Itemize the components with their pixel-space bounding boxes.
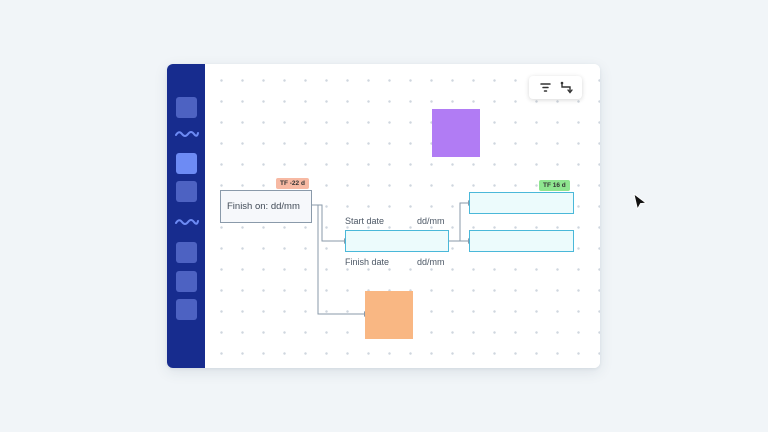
timeline-bar-main[interactable] — [345, 230, 449, 252]
task-card[interactable]: Finish on: dd/mm — [220, 190, 312, 223]
tool-button-4[interactable] — [176, 271, 197, 292]
link-bar-to-top-bar — [449, 202, 468, 242]
connector-icon[interactable] — [559, 80, 574, 95]
filter-icon[interactable] — [538, 80, 553, 95]
float-tag-negative: TF -22 d — [276, 178, 309, 189]
tool-button-1[interactable] — [176, 97, 197, 118]
diagram-card: TF -22 d Finish on: dd/mm Start date dd/… — [167, 64, 600, 368]
orange-square-shape[interactable] — [365, 291, 413, 339]
start-date-label: Start date — [345, 216, 385, 226]
timeline-bar-top[interactable] — [469, 192, 574, 214]
timeline-bar-bottom[interactable] — [469, 230, 574, 252]
canvas-toolbar — [529, 76, 582, 99]
finish-date-value: dd/mm — [417, 257, 445, 267]
wave-icon[interactable] — [175, 129, 199, 139]
float-tag-positive: TF 16 d — [539, 180, 570, 191]
task-label: Finish on: dd/mm — [227, 201, 300, 212]
start-date-value: dd/mm — [417, 216, 445, 226]
tool-button-2[interactable] — [176, 181, 197, 202]
tool-button-active[interactable] — [176, 153, 197, 174]
left-toolbar — [167, 64, 205, 368]
purple-square-shape[interactable] — [432, 109, 480, 157]
link-task-to-square — [317, 205, 364, 315]
dotted-canvas[interactable]: TF -22 d Finish on: dd/mm Start date dd/… — [205, 64, 600, 368]
tool-button-5[interactable] — [176, 299, 197, 320]
tool-button-3[interactable] — [176, 242, 197, 263]
wave-icon[interactable] — [175, 217, 199, 227]
finish-date-label: Finish date — [345, 257, 390, 267]
mouse-cursor-icon — [633, 193, 648, 211]
link-task-to-bar — [312, 204, 344, 242]
